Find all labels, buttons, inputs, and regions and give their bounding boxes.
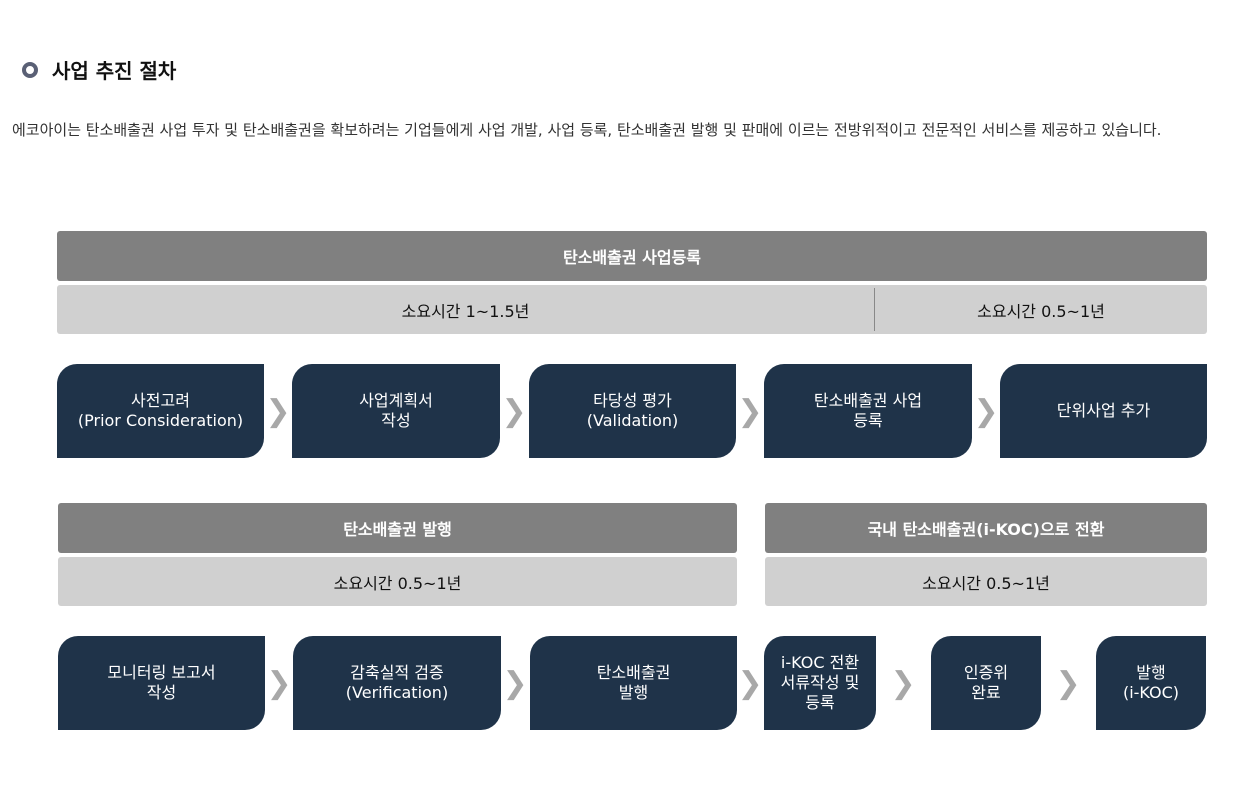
- section2-header-left: 탄소배출권 발행: [58, 503, 737, 553]
- arrow-icon: ❯: [737, 665, 763, 701]
- step-prior-consideration: 사전고려 (Prior Consideration): [57, 364, 264, 458]
- step-monitoring-report: 모니터링 보고서 작성: [58, 636, 265, 730]
- section1-duration-row: [57, 285, 1207, 334]
- step-ikoc-conversion: i-KOC 전환 서류작성 및 등록: [764, 636, 876, 730]
- section1-duration-left: 소요시간 1~1.5년: [401, 301, 530, 321]
- section2-header-right: 국내 탄소배출권(i-KOC)으로 전환: [765, 503, 1207, 553]
- step-ikoc-issuance: 발행 (i-KOC): [1096, 636, 1206, 730]
- section2-duration-left: 소요시간 0.5~1년: [58, 557, 737, 606]
- arrow-icon: ❯: [502, 665, 528, 701]
- step-add-unit: 단위사업 추가: [1000, 364, 1207, 458]
- arrow-icon: ❯: [973, 393, 999, 429]
- divider: [874, 288, 875, 331]
- arrow-icon: ❯: [265, 393, 291, 429]
- step-validation: 타당성 평가 (Validation): [529, 364, 736, 458]
- page-title: 사업 추진 절차: [22, 55, 176, 84]
- arrow-icon: ❯: [501, 393, 527, 429]
- arrow-icon: ❯: [890, 665, 916, 701]
- arrow-icon: ❯: [737, 393, 763, 429]
- arrow-icon: ❯: [1055, 665, 1081, 701]
- section2-duration-right: 소요시간 0.5~1년: [765, 557, 1207, 606]
- step-registration: 탄소배출권 사업 등록: [764, 364, 972, 458]
- arrow-icon: ❯: [266, 665, 292, 701]
- description: 에코아이는 탄소배출권 사업 투자 및 탄소배출권을 확보하려는 기업들에게 사…: [12, 121, 1162, 139]
- step-business-plan: 사업계획서 작성: [292, 364, 500, 458]
- step-issuance: 탄소배출권 발행: [530, 636, 737, 730]
- section1-header: 탄소배출권 사업등록: [57, 231, 1207, 281]
- step-verification: 감축실적 검증 (Verification): [293, 636, 501, 730]
- title-text: 사업 추진 절차: [52, 59, 177, 83]
- step-committee-approval: 인증위 완료: [931, 636, 1041, 730]
- bullet-icon: [22, 61, 38, 78]
- section1-duration-right: 소요시간 0.5~1년: [977, 301, 1105, 321]
